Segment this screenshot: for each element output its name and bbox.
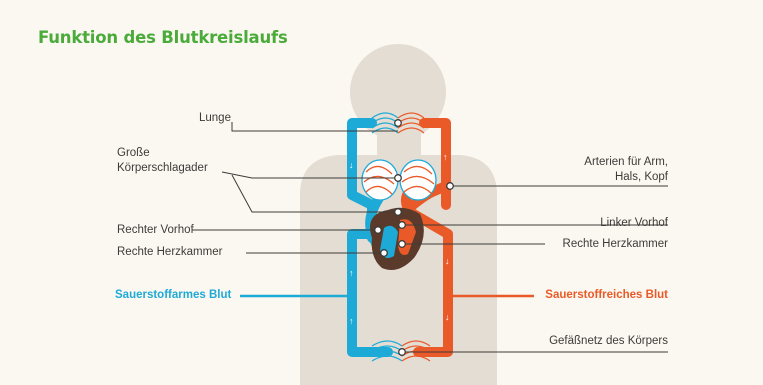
label-grosse-line-2: Körperschlagader	[117, 161, 208, 176]
arrow-down-icon: ↓	[349, 160, 354, 170]
arrow-up-icon: ↑	[443, 152, 448, 162]
diagram-title: Funktion des Blutkreislaufs	[38, 28, 288, 47]
label-arterien-arm-hals-kopf: Arterien für Arm, Hals, Kopf	[584, 155, 668, 185]
label-sauerstoffreiches-blut: Sauerstoffreiches Blut	[545, 288, 668, 303]
label-gefaessnetz: Gefäßnetz des Körpers	[549, 334, 668, 349]
label-rechte-herzkammer-right: Rechte Herzkammer	[563, 237, 668, 252]
arrow-up-icon: ↑	[349, 316, 354, 326]
label-grosse-line-1: Große	[117, 146, 208, 161]
label-grosse-koerperschlagader: Große Körperschlagader	[117, 146, 208, 176]
label-sauerstoffarmes-blut: Sauerstoffarmes Blut	[115, 288, 231, 303]
label-linker-vorhof: Linker Vorhof	[600, 216, 668, 231]
arrow-down-icon: ↓	[445, 312, 450, 322]
label-lunge: Lunge	[199, 111, 231, 126]
label-arterien-line-1: Arterien für Arm,	[584, 155, 668, 170]
label-rechte-herzkammer-left: Rechte Herzkammer	[117, 245, 222, 260]
label-arterien-line-2: Hals, Kopf	[584, 170, 668, 185]
arrow-down-icon: ↓	[445, 256, 450, 266]
label-rechter-vorhof: Rechter Vorhof	[117, 223, 194, 238]
arrow-up-icon: ↑	[349, 268, 354, 278]
